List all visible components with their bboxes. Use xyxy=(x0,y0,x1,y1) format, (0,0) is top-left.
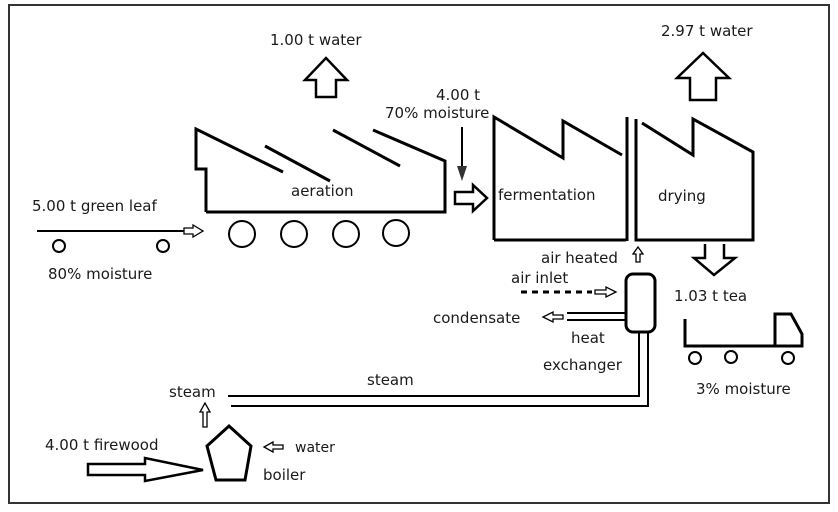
green-leaf-moisture-label: 80% moisture xyxy=(48,265,152,283)
fermentation-unit: fermentation xyxy=(492,114,629,242)
drying-water-out-label: 2.97 t water xyxy=(661,22,753,40)
intermediate-moisture-label: 70% moisture xyxy=(385,104,489,122)
drying-water-out-arrow-icon xyxy=(673,51,733,102)
heat-exchanger-label-line1: heat xyxy=(571,329,605,347)
aeration-unit: aeration xyxy=(194,126,447,248)
steam-pipe-lower xyxy=(231,332,649,407)
drying-unit: drying xyxy=(634,116,755,242)
aeration-label: aeration xyxy=(291,182,354,200)
aeration-roller xyxy=(332,220,360,248)
fermentation-label: fermentation xyxy=(498,186,596,204)
intermediate-pointer-arrowhead-icon xyxy=(457,166,467,181)
green-leaf-label: 5.00 t green leaf xyxy=(32,197,157,215)
air-heated-label: air heated xyxy=(541,249,618,267)
tea-moisture-label: 3% moisture xyxy=(696,380,791,398)
aeration-roller xyxy=(228,220,256,248)
aeration-water-out-label: 1.00 t water xyxy=(270,31,362,49)
aeration-to-fermentation-arrow-icon xyxy=(453,182,489,214)
firewood-label: 4.00 t firewood xyxy=(45,436,158,454)
truck-wheel xyxy=(724,350,738,364)
boiler xyxy=(205,423,253,482)
conveyor-wheel xyxy=(52,239,66,253)
aeration-water-out-arrow-icon xyxy=(302,56,350,99)
intermediate-mass-label: 4.00 t xyxy=(436,86,480,104)
green-leaf-conveyor xyxy=(37,223,205,253)
firewood-arrow-icon xyxy=(86,456,204,483)
boiler-steam-label: steam xyxy=(169,383,216,401)
steam-up-arrow-icon xyxy=(198,401,212,428)
water-in-label: water xyxy=(295,440,335,456)
truck-wheel xyxy=(688,351,702,365)
condensate-arrow-icon xyxy=(541,310,564,324)
fermentation-building xyxy=(492,114,629,242)
boiler-label: boiler xyxy=(263,466,306,484)
heat-exchanger xyxy=(624,272,657,334)
tea-truck xyxy=(683,312,804,365)
condensate-label: condensate xyxy=(433,309,520,327)
steam-pipe-label: steam xyxy=(367,371,414,389)
tea-output-label: 1.03 t tea xyxy=(674,287,747,305)
air-inlet-label: air inlet xyxy=(511,269,568,287)
steam-pipe-upper xyxy=(228,332,640,397)
tea-out-arrow-icon xyxy=(690,244,739,277)
truck-wheel xyxy=(781,351,795,365)
truck-body xyxy=(683,312,804,348)
drying-label: drying xyxy=(658,187,706,205)
aeration-roller xyxy=(280,220,308,248)
conveyor-wheel xyxy=(156,239,170,253)
aeration-roller xyxy=(382,219,410,247)
heat-exchanger-label-line2: exchanger xyxy=(543,356,623,374)
air-inlet-arrow-icon xyxy=(594,285,618,299)
aeration-building xyxy=(194,126,447,214)
air-heated-arrow-icon xyxy=(631,245,645,263)
diagram-frame xyxy=(8,4,830,504)
drying-building xyxy=(634,116,755,242)
water-in-arrow-icon xyxy=(262,440,284,454)
green-leaf-arrow-icon xyxy=(183,223,205,239)
